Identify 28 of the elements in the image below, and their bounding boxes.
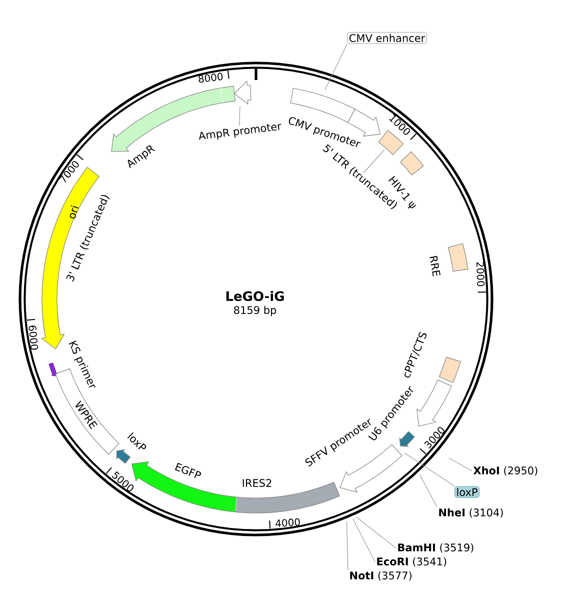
tick-label: 6000 — [28, 326, 38, 350]
leader-line — [324, 43, 348, 90]
feature-label: ori — [70, 205, 79, 218]
feature-label: RRE — [430, 256, 440, 276]
tick-label: 2000 — [476, 262, 485, 286]
site-label: loxP — [454, 486, 480, 498]
plasmid-size: 8159 bp — [234, 306, 276, 316]
feature-label: IRES2 — [242, 479, 272, 487]
site-label: NotI (3577) — [350, 571, 412, 581]
tick-label: 8000 — [198, 72, 223, 83]
leader-line — [448, 458, 472, 472]
leader-line — [238, 106, 240, 126]
leader-line — [404, 452, 455, 487]
site-label: NheI (3104) — [439, 508, 503, 518]
site-label: XhoI (2950) — [473, 466, 538, 476]
tick-label: 4000 — [276, 518, 300, 527]
plasmid-name: LeGO-iG — [226, 290, 284, 302]
site-label: BamHI (3519) — [398, 543, 474, 553]
leader-line — [363, 149, 385, 173]
leader-line — [352, 518, 376, 562]
site-label: CMV enhancer — [347, 32, 427, 44]
feature-label: loxP — [127, 432, 146, 450]
feature-label: EGFP — [174, 462, 202, 478]
feature-label: AmpR promoter — [199, 124, 282, 140]
leader-line — [419, 474, 438, 508]
leader-line — [356, 516, 396, 548]
site-label: EcoRI (3541) — [377, 557, 446, 567]
leader-line — [346, 520, 348, 570]
